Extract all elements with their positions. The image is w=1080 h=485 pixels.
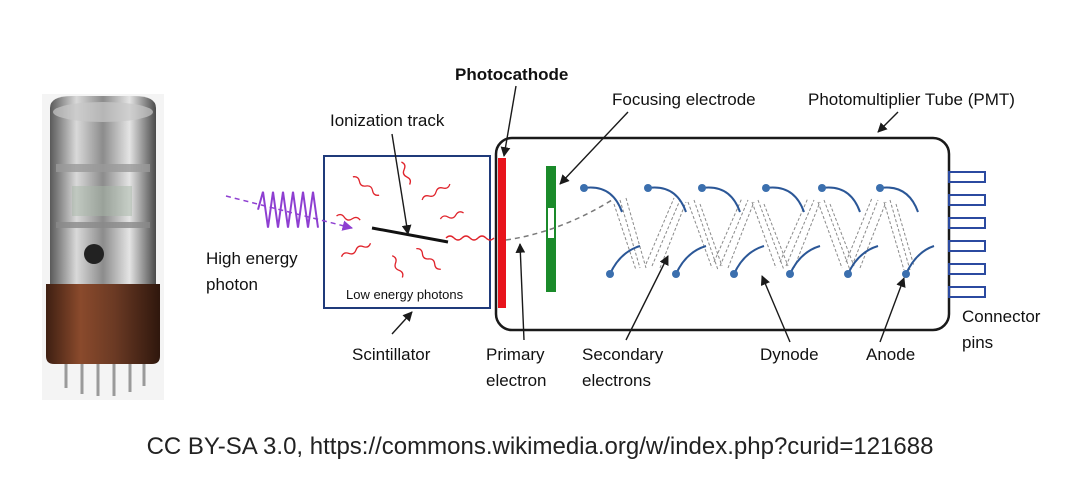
dynode-label: Dynode	[760, 345, 819, 364]
pmt-body	[494, 136, 951, 332]
connector-pins	[948, 171, 986, 298]
scintillator-label: Scintillator	[352, 345, 431, 364]
pmt-label: Photomultiplier Tube (PMT)	[808, 90, 1015, 109]
primary-electron-label-line2: electron	[486, 371, 547, 390]
primary-electron-path	[505, 199, 613, 241]
dynodes-upper	[583, 186, 919, 213]
vacuum-tube-photo-icon	[42, 94, 164, 400]
dynode-dots-lower	[606, 270, 910, 278]
photocathode-label: Photocathode	[455, 65, 569, 84]
high-energy-photon-label-line1: High energy	[206, 249, 298, 268]
photon-path	[225, 195, 354, 231]
focusing-electrode-label: Focusing electrode	[612, 90, 756, 109]
high-energy-photon-wave	[257, 191, 319, 228]
secondary-electron-cascade	[613, 197, 915, 271]
low-energy-photon-squiggles	[336, 161, 495, 278]
anode-label: Anode	[866, 345, 916, 364]
secondary-electrons-label-line1: Secondary	[582, 345, 664, 364]
connector-pins-label-line1: Connector	[962, 307, 1041, 326]
focusing-electrode-slit	[548, 208, 554, 238]
primary-electron-label-line1: Primary	[486, 345, 545, 364]
high-energy-photon-label-line2: photon	[206, 275, 258, 294]
photocathode-bar	[498, 158, 506, 308]
connector-pins-label-line2: pins	[962, 333, 994, 352]
pointer-arrows	[391, 85, 906, 343]
license-caption: CC BY-SA 3.0, https://commons.wikimedia.…	[146, 433, 934, 460]
dynode-dots-upper	[580, 184, 884, 192]
ionization-track-label: Ionization track	[330, 111, 445, 130]
secondary-electrons-label-line2: electrons	[582, 371, 651, 390]
low-energy-photons-label: Low energy photons	[346, 287, 464, 302]
pmt-photo	[42, 94, 164, 400]
ionization-track-line	[371, 226, 449, 244]
